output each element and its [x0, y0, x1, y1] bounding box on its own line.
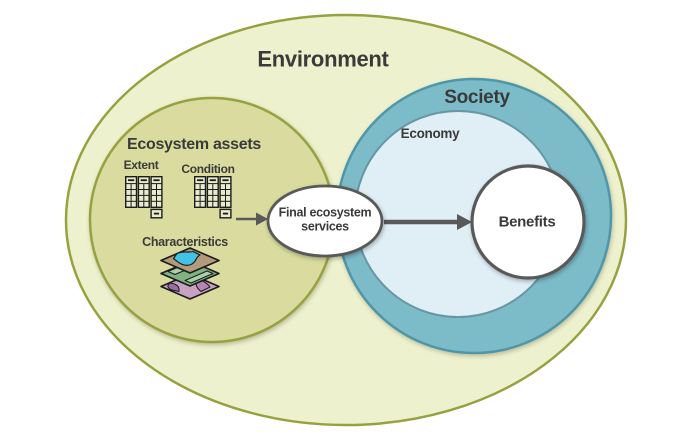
- benefits-circle: [470, 164, 586, 280]
- economy-label: Economy: [400, 126, 460, 142]
- benefits-label: Benefits: [498, 213, 556, 231]
- condition-label: Condition: [181, 162, 235, 177]
- assets-to-services-arrow: [236, 212, 268, 226]
- environment-label: Environment: [257, 46, 389, 72]
- characteristics-label: Characteristics: [142, 234, 228, 249]
- final-ecosystem-services-label: Final ecosystem services: [278, 205, 372, 234]
- services-to-benefits-arrow: [384, 214, 472, 230]
- final-ecosystem-services-ellipse: [266, 184, 384, 258]
- extent-label: Extent: [123, 158, 159, 173]
- ecosystem-assets-label: Ecosystem assets: [127, 135, 261, 153]
- society-label: Society: [444, 87, 510, 109]
